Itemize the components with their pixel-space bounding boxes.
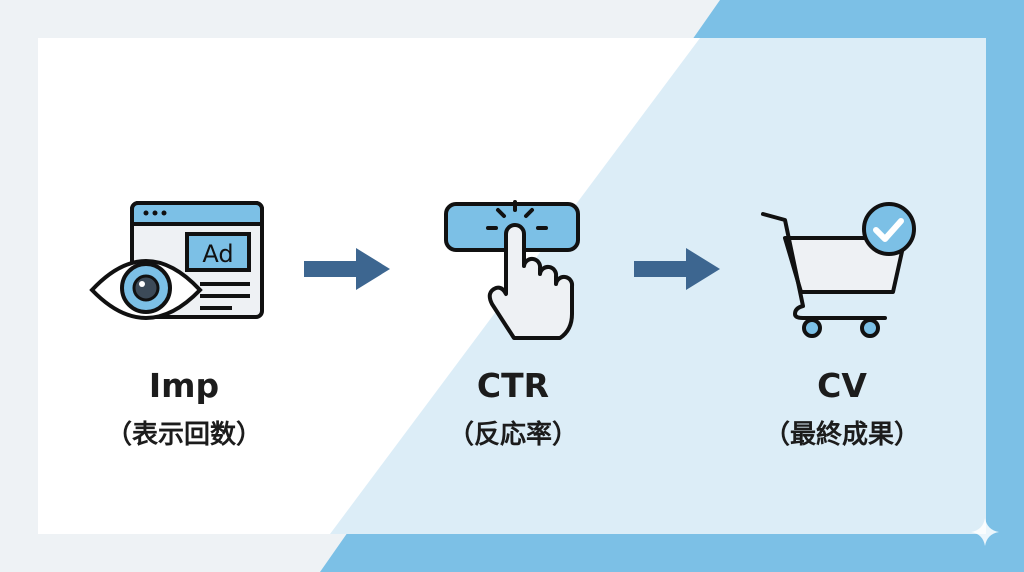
step-ctr-subtitle: （反応率） <box>447 420 578 450</box>
arrow-right-icon <box>304 248 390 290</box>
ad-text: Ad <box>202 240 233 268</box>
sparkle-icon <box>971 518 999 546</box>
step-ctr-title: CTR <box>476 366 550 405</box>
step-cv-subtitle: （最終成果） <box>763 420 920 450</box>
card-diagonal <box>330 38 986 534</box>
step-cv-title: CV <box>817 366 867 405</box>
arrow-right-icon <box>634 248 720 290</box>
ad-view-eye-icon: Ad <box>89 201 264 320</box>
cart-check-icon <box>761 202 916 338</box>
step-imp-subtitle: （表示回数） <box>105 420 262 450</box>
click-button-icon <box>444 200 580 340</box>
step-imp-title: Imp <box>148 366 220 405</box>
